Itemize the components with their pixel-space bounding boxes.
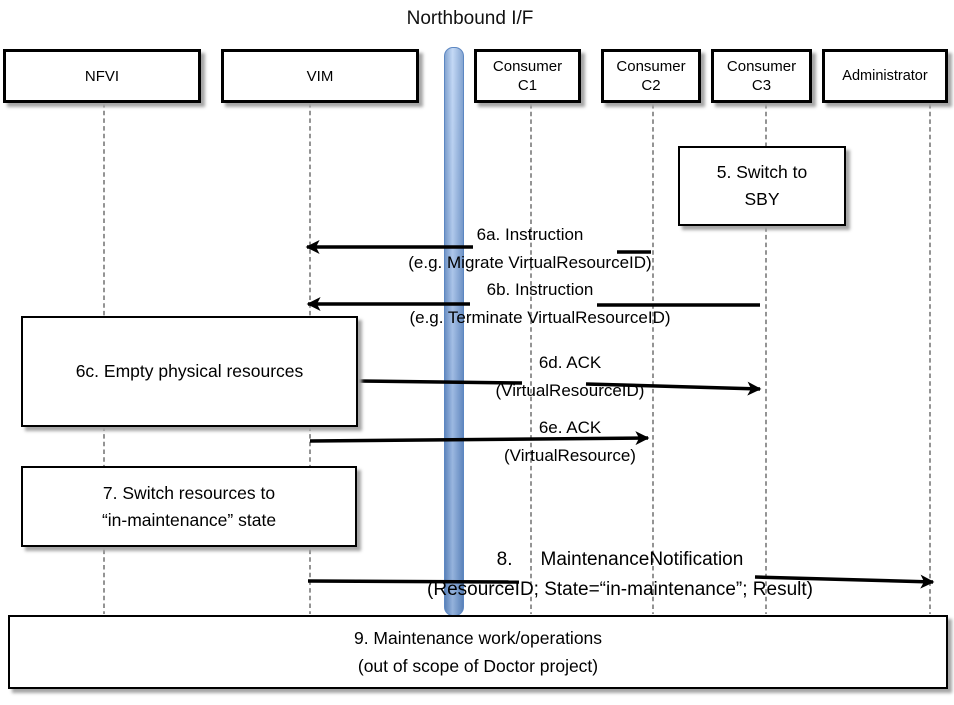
diagram-title: Northbound I/F [406, 8, 534, 29]
actor-label: C1 [517, 77, 538, 94]
actor-box-consumer-c3: Consumer C3 [711, 49, 812, 103]
box-line: 9. Maintenance work/operations [353, 628, 603, 648]
arrow-8-notification [754, 574, 935, 589]
message-line: (e.g. Terminate VirtualResourceID) [409, 308, 671, 327]
message-line: 8. MaintenanceNotification [385, 545, 855, 575]
message-label-6b: 6b. Instruction (e.g. Terminate VirtualR… [330, 276, 750, 332]
actor-label: VIM [306, 67, 334, 85]
actor-label: Administrator [842, 67, 928, 84]
actor-label: C3 [751, 77, 772, 94]
box-7-switch-resources: 7. Switch resources to “in-maintenance” … [21, 466, 357, 547]
box-6c-empty-physical-resources: 6c. Empty physical resources [21, 316, 358, 427]
message-line: 6e. ACK [538, 418, 602, 437]
actor-label: NFVI [84, 67, 120, 85]
actor-label: Consumer [492, 58, 563, 75]
arrow-8-tail [307, 579, 520, 584]
message-line: 6b. Instruction [486, 280, 594, 299]
actor-box-nfvi: NFVI [3, 49, 201, 103]
message-line: (VirtualResourceID) [495, 381, 645, 400]
message-line: (e.g. Migrate VirtualResourceID) [408, 253, 652, 272]
actor-box-consumer-c1: Consumer C1 [474, 49, 581, 103]
message-line: (ResourceID; State=“in-maintenance”; Res… [427, 579, 813, 600]
message-line: 6d. ACK [538, 353, 602, 372]
message-label-6e: 6e. ACK (VirtualResource) [380, 414, 760, 470]
arrow-6e-ack [309, 431, 650, 446]
arrow-6d-ack [585, 381, 762, 396]
message-label-6d: 6d. ACK (VirtualResourceID) [380, 349, 760, 405]
message-line: 6a. Instruction [476, 225, 584, 244]
box-line: (out of scope of Doctor project) [357, 656, 599, 676]
box-9-maintenance-work: 9. Maintenance work/operations (out of s… [8, 615, 948, 689]
actor-label: Consumer [726, 58, 797, 75]
arrow-6d-tail [357, 379, 523, 385]
box-line: “in-maintenance” state [101, 509, 277, 530]
message-line: (VirtualResource) [504, 446, 636, 465]
actor-box-vim: VIM [221, 49, 419, 103]
message-name: MaintenanceNotification [540, 549, 744, 570]
actor-box-administrator: Administrator [822, 49, 948, 103]
box-line: 5. Switch to [716, 162, 808, 182]
actor-label: Consumer [616, 58, 686, 75]
box-line: 6c. Empty physical resources [75, 361, 304, 381]
message-label-6a: 6a. Instruction (e.g. Migrate VirtualRes… [320, 221, 740, 277]
actor-label: C2 [641, 77, 661, 94]
box-line: 7. Switch resources to [102, 482, 276, 503]
box-line: SBY [744, 189, 780, 209]
actor-box-consumer-c2: Consumer C2 [601, 49, 701, 103]
box-5-switch-to-sby: 5. Switch to SBY [678, 146, 846, 226]
message-number: 8. [496, 549, 513, 570]
message-label-8: 8. MaintenanceNotification (ResourceID; S… [385, 545, 855, 605]
